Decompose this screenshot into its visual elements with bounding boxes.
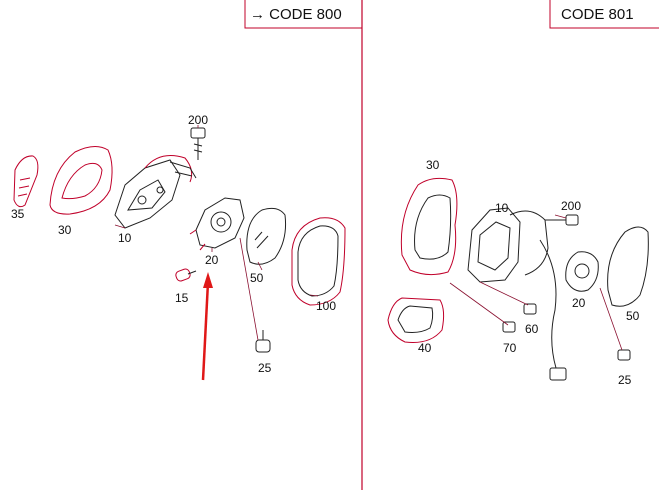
- part-70-screw: [502, 321, 516, 333]
- part-35-turn-signal: [13, 155, 39, 208]
- label-40: 40: [418, 341, 432, 355]
- part-10-mirror-base: [114, 155, 197, 229]
- part-100-frame: [291, 217, 346, 306]
- label-25: 25: [258, 361, 272, 375]
- label-70: 70: [503, 341, 517, 355]
- label-50-right: 50: [626, 309, 640, 323]
- label-60: 60: [525, 322, 539, 336]
- part-200-screw: [190, 127, 206, 160]
- part-25-screw: [255, 330, 271, 353]
- code-800-label: → CODE 800: [250, 6, 342, 23]
- label-10-right: 10: [495, 201, 509, 215]
- part-30-housing-cover: [49, 146, 113, 215]
- part-40-lower-cover: [387, 297, 445, 343]
- part-200-screw-right: [545, 214, 579, 226]
- part-30-housing-right: [400, 177, 458, 276]
- label-35: 35: [11, 207, 25, 221]
- label-15: 15: [175, 291, 189, 305]
- label-20-right: 20: [572, 296, 586, 310]
- code-801-label: CODE 801: [561, 6, 634, 23]
- label-30-right: 30: [426, 158, 440, 172]
- part-50-glass-right: [607, 226, 649, 307]
- code-801-header: CODE 801: [549, 0, 659, 29]
- part-60-screw: [523, 303, 537, 315]
- part-25-screw-right: [617, 349, 631, 361]
- code-800-header: → CODE 800: [244, 0, 362, 29]
- label-30: 30: [58, 223, 72, 237]
- part-20-actuator-right: [565, 251, 599, 292]
- label-100: 100: [316, 299, 336, 313]
- label-10: 10: [118, 231, 132, 245]
- part-15-bulb: [175, 268, 197, 282]
- part-20-actuator: [189, 197, 245, 251]
- label-200: 200: [188, 113, 208, 127]
- label-200-right: 200: [561, 199, 581, 213]
- label-20: 20: [205, 253, 219, 267]
- label-25-right: 25: [618, 373, 632, 387]
- label-50: 50: [250, 271, 264, 285]
- part-10-base-right: [467, 207, 567, 381]
- part-50-mirror-glass: [246, 207, 286, 265]
- callout-arrow: [201, 272, 213, 381]
